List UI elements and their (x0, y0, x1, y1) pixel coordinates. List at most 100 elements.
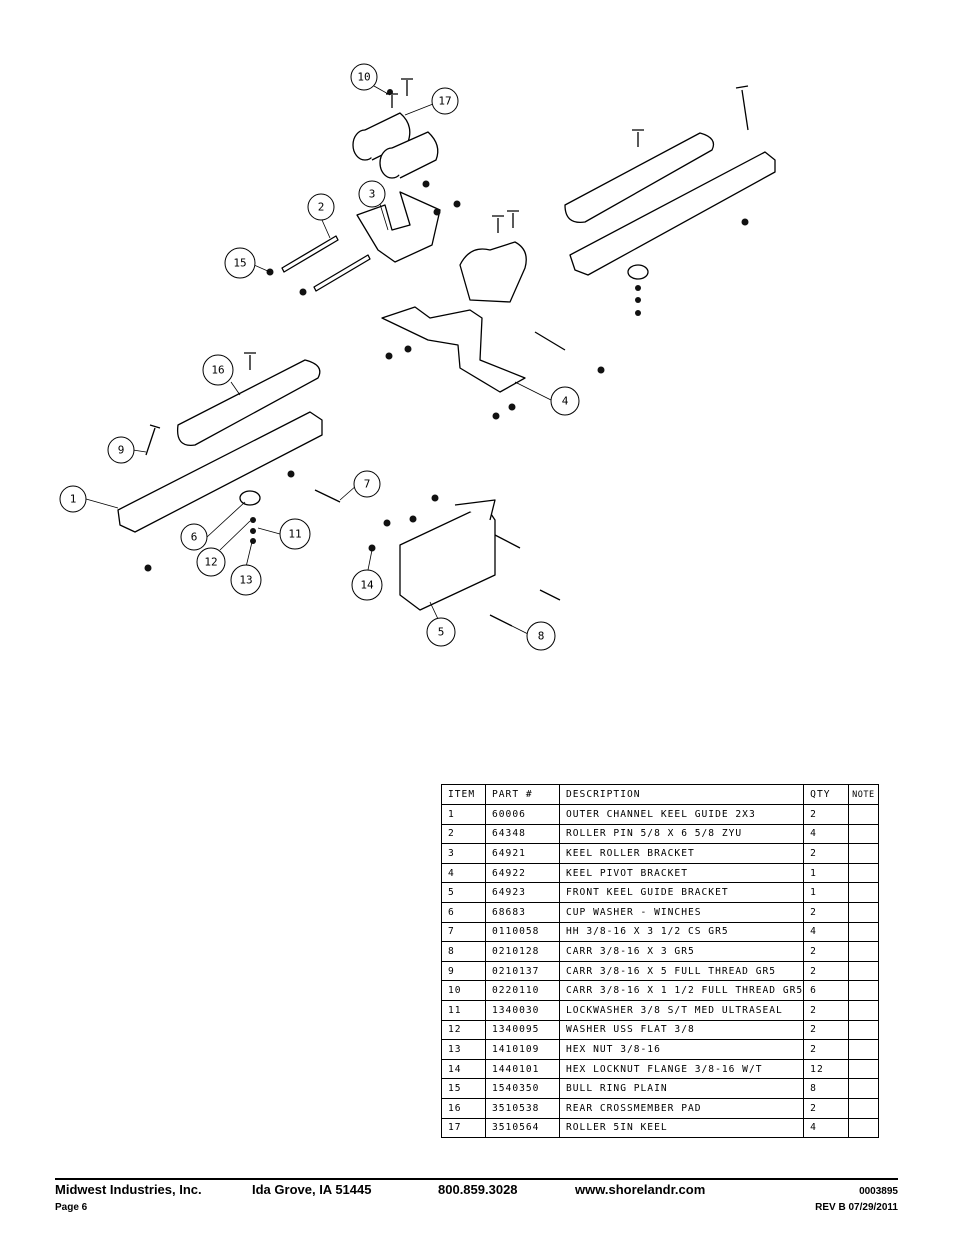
cell-note (848, 999, 880, 1021)
callout-1: 1 (59, 485, 87, 513)
cell-note (848, 843, 880, 864)
cell-description: ROLLER 5IN KEEL (558, 1117, 805, 1139)
cell-item: 8 (441, 941, 486, 962)
cell-item: 15 (441, 1078, 486, 1099)
cell-qty: 2 (803, 843, 850, 864)
svg-text:7: 7 (364, 478, 371, 491)
cell-qty: 2 (803, 1019, 850, 1041)
cell-description: KEEL PIVOT BRACKET (558, 862, 805, 884)
cell-description: HH 3/8-16 X 3 1/2 CS GR5 (558, 921, 805, 943)
footer-website[interactable]: www.shorelandr.com (575, 1182, 706, 1197)
cell-qty: 2 (803, 1097, 850, 1119)
cell-part-number: 0210137 (485, 960, 560, 982)
cell-qty: 12 (803, 1058, 850, 1080)
cell-description: REAR CROSSMEMBER PAD (558, 1097, 805, 1119)
callout-5: 5 (426, 617, 456, 647)
footer-doc-number: 0003895 (859, 1186, 898, 1197)
callout-9: 9 (107, 436, 135, 464)
cell-description: FRONT KEEL GUIDE BRACKET (558, 882, 805, 903)
svg-text:13: 13 (239, 574, 252, 587)
cell-item: 9 (441, 960, 486, 982)
channel-keel-guide-right (564, 85, 776, 280)
cell-part-number: 1410109 (485, 1039, 560, 1060)
cell-description: BULL RING PLAIN (558, 1078, 805, 1099)
callout-16: 16 (202, 354, 234, 386)
cell-qty: 2 (803, 901, 850, 923)
cell-description: HEX LOCKNUT FLANGE 3/8-16 W/T (558, 1058, 805, 1080)
cell-item: 6 (441, 901, 486, 923)
cell-item: 12 (441, 1019, 486, 1041)
cell-description: CARR 3/8-16 X 3 GR5 (558, 941, 805, 962)
cell-note (848, 960, 880, 982)
cell-note (848, 1078, 880, 1099)
footer-phone: 800.859.3028 (438, 1182, 518, 1197)
cell-item: 17 (441, 1117, 486, 1139)
cell-qty: 1 (803, 882, 850, 903)
cell-item: 10 (441, 980, 486, 1001)
cell-note (848, 941, 880, 962)
callout-4: 4 (550, 386, 580, 416)
callout-8: 8 (526, 621, 556, 651)
cell-qty: 1 (803, 862, 850, 884)
callout-12: 12 (196, 547, 226, 577)
cell-part-number: 3510564 (485, 1117, 560, 1139)
cell-note (848, 1019, 880, 1041)
cell-description: CUP WASHER - WINCHES (558, 901, 805, 923)
footer-company: Midwest Industries, Inc. (55, 1182, 202, 1197)
header-note: NOTE (848, 784, 880, 805)
svg-text:10: 10 (357, 71, 370, 84)
callout-14: 14 (351, 569, 383, 601)
cell-note (848, 901, 880, 923)
callout-6: 6 (180, 523, 208, 551)
cell-qty: 4 (803, 1117, 850, 1139)
cell-note (848, 804, 880, 825)
callout-2: 2 (307, 193, 335, 221)
svg-text:14: 14 (360, 579, 374, 592)
callout-10: 10 (350, 63, 378, 91)
footer-location: Ida Grove, IA 51445 (252, 1182, 372, 1197)
roller-pins (281, 235, 371, 292)
table-header-row: ITEM PART # DESCRIPTION QTY NOTE (441, 784, 880, 805)
svg-text:9: 9 (118, 444, 125, 457)
header-item: ITEM (441, 784, 486, 805)
cell-part-number: 3510538 (485, 1097, 560, 1119)
cell-item: 13 (441, 1039, 486, 1060)
cell-qty: 8 (803, 1078, 850, 1099)
cell-note (848, 1117, 880, 1139)
svg-text:17: 17 (438, 95, 451, 108)
cell-description: OUTER CHANNEL KEEL GUIDE 2X3 (558, 804, 805, 825)
header-part-number: PART # (485, 784, 560, 805)
svg-text:12: 12 (204, 556, 217, 569)
cell-qty: 2 (803, 804, 850, 825)
cell-part-number: 1340030 (485, 999, 560, 1021)
cell-item: 3 (441, 843, 486, 864)
cell-description: ROLLER PIN 5/8 X 6 5/8 ZYU (558, 823, 805, 845)
callout-7: 7 (353, 470, 381, 498)
header-description: DESCRIPTION (558, 784, 805, 805)
footer-rule (55, 1178, 898, 1180)
cell-item: 14 (441, 1058, 486, 1080)
cell-part-number: 0110058 (485, 921, 560, 943)
cell-note (848, 921, 880, 943)
cell-qty: 2 (803, 999, 850, 1021)
callout-15: 15 (224, 247, 256, 279)
cell-note (848, 882, 880, 903)
cell-item: 16 (441, 1097, 486, 1119)
header-qty: QTY (803, 784, 850, 805)
cell-description: CARR 3/8-16 X 1 1/2 FULL THREAD GR5 (558, 980, 805, 1001)
cell-part-number: 64923 (485, 882, 560, 903)
cell-part-number: 0220110 (485, 980, 560, 1001)
cell-item: 2 (441, 823, 486, 845)
svg-text:15: 15 (233, 257, 246, 270)
